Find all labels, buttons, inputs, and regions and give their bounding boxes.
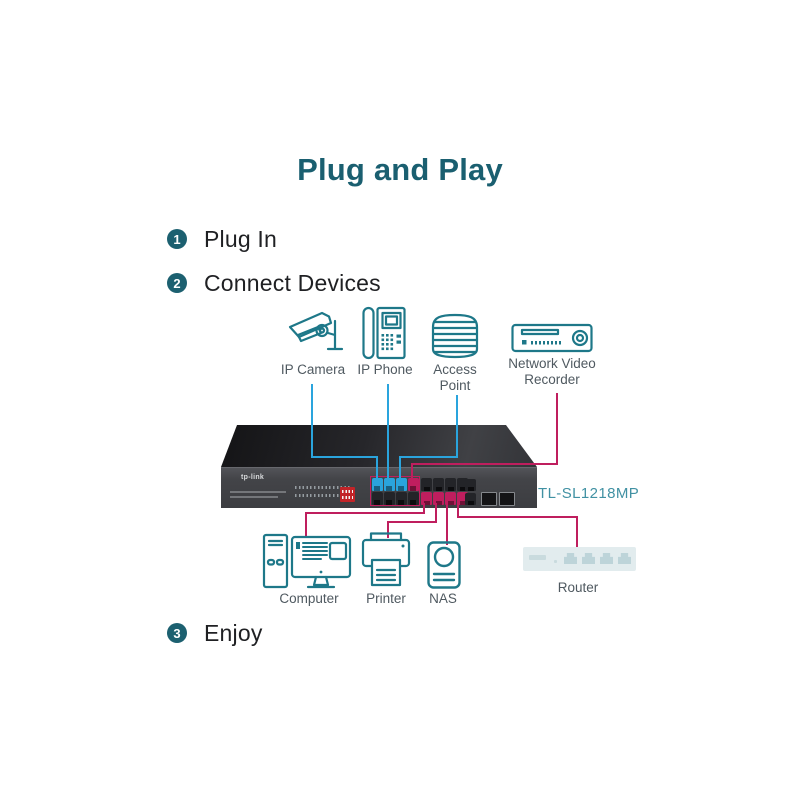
router-image	[523, 547, 636, 571]
switch-port-group-1	[370, 476, 420, 506]
rj45-port	[383, 477, 395, 491]
rj45-port	[433, 492, 444, 505]
rj45-port	[445, 492, 456, 505]
dip-marks	[342, 496, 353, 499]
computer-icon	[261, 530, 353, 592]
step-2-label: Connect Devices	[204, 269, 381, 296]
rj45-port	[395, 491, 407, 505]
network-video-recorder-label: Network Video Recorder	[508, 356, 596, 387]
router-port-glyph	[600, 553, 613, 564]
switch-uplink-ports	[465, 479, 476, 505]
router-port-glyph	[564, 553, 577, 564]
page-title: Plug and Play	[297, 152, 503, 187]
rj45-port	[433, 478, 444, 491]
step-3-label: Enjoy	[204, 619, 263, 646]
step-3: 3 Enjoy	[167, 620, 263, 646]
poe-switch: tp-link	[221, 425, 537, 508]
switch-port-group-2	[421, 478, 468, 505]
rj45-port	[421, 492, 432, 505]
ip-camera-icon	[284, 306, 344, 360]
nas-icon	[426, 540, 462, 590]
router-label: Router	[557, 580, 599, 595]
rj45-port	[457, 478, 468, 491]
switch-brand-logo: tp-link	[241, 474, 265, 481]
ip-phone-label: IP Phone	[357, 362, 413, 377]
rj45-port	[445, 478, 456, 491]
switch-model-label: TL-SL1218MP	[538, 485, 640, 502]
switch-fineprint-bar	[230, 491, 286, 493]
router-port-glyph	[582, 553, 595, 564]
rj45-port	[421, 478, 432, 491]
switch-poe-dip-block	[340, 487, 355, 502]
network-video-recorder-icon	[510, 318, 594, 356]
step-1-label: Plug In	[204, 225, 278, 252]
sfp-slot	[481, 492, 497, 506]
rj45-port	[465, 479, 476, 491]
nas-label: NAS	[429, 591, 457, 606]
rj45-port	[371, 477, 383, 491]
printer-label: Printer	[366, 591, 406, 606]
rj45-port	[457, 492, 468, 505]
router-logo-smudge	[529, 555, 546, 560]
computer-label: Computer	[279, 591, 339, 606]
dip-marks	[342, 490, 353, 493]
router-led-dot	[554, 560, 557, 563]
sfp-slot	[499, 492, 515, 506]
switch-fineprint-bar	[230, 496, 278, 498]
switch-top-surface	[221, 425, 537, 467]
switch-front-highlight	[221, 467, 537, 468]
step-1-number-badge: 1	[167, 229, 187, 249]
rj45-port	[407, 491, 419, 505]
rj45-port	[395, 477, 407, 491]
access-point-icon	[429, 311, 481, 361]
step-3-number-badge: 3	[167, 623, 187, 643]
switch-led-row	[295, 486, 351, 489]
access-point-label: Access Point	[433, 362, 477, 393]
step-2-number-badge: 2	[167, 273, 187, 293]
step-2: 2 Connect Devices	[167, 270, 381, 296]
ip-phone-icon	[361, 305, 407, 361]
router-port-glyph	[618, 553, 631, 564]
rj45-port	[465, 493, 476, 505]
rj45-port	[371, 491, 383, 505]
switch-led-row	[295, 494, 351, 497]
step-1: 1 Plug In	[167, 226, 277, 252]
rj45-port	[383, 491, 395, 505]
ip-camera-label: IP Camera	[280, 362, 346, 377]
printer-icon	[360, 531, 412, 589]
rj45-port	[407, 477, 419, 491]
